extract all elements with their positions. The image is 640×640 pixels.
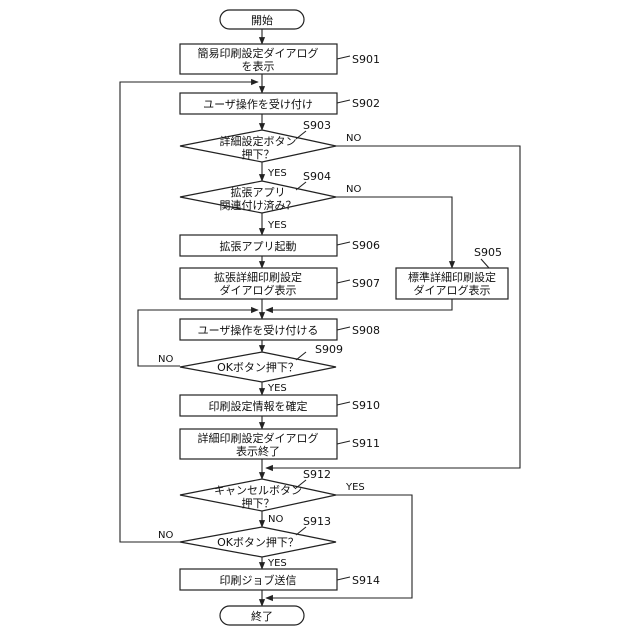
s905-line1: 標準詳細印刷設定 [408,270,496,284]
leader-s907 [337,280,350,283]
leader-s905 [481,259,489,268]
s903-line2: 押下？ [242,147,275,161]
s904-no-label: NO [346,184,361,195]
s912-line2: 押下？ [242,496,275,510]
s911-line1: 詳細印刷設定ダイアログ [198,431,319,445]
step-label-s902: S902 [352,97,380,110]
step-label-s912: S912 [303,468,331,481]
s903-no-label: NO [346,133,361,144]
step-label-s906: S906 [352,239,380,252]
leader-s906 [337,242,350,245]
s912-yes-label: YES [345,482,365,493]
arrow-s905-to-merge [266,299,452,310]
step-label-s901: S901 [352,53,380,66]
s912-line1: キャンセルボタン [214,484,302,497]
leader-s911 [337,441,350,444]
leader-s902 [337,100,350,103]
step-label-s911: S911 [352,437,380,450]
step-label-s908: S908 [352,324,380,337]
s909-label: OKボタン押下？ [217,360,299,374]
leader-s910 [337,402,350,405]
s904-yes-label: YES [267,220,287,231]
step-label-s910: S910 [352,399,380,412]
leader-s909 [296,352,306,360]
step-label-s913: S913 [303,515,331,528]
leader-s903 [296,131,306,139]
s911-line2: 表示終了 [236,444,280,458]
s910-label: 印刷設定情報を確定 [209,399,308,413]
step-label-s914: S914 [352,574,380,587]
leader-s908 [337,327,350,330]
s901-line1: 簡易印刷設定ダイアログ [198,46,319,60]
s909-yes-label: YES [267,383,287,394]
s902-label: ユーザ操作を受け付け [203,97,313,111]
s912-no-label: NO [268,514,283,525]
step-label-s905: S905 [474,246,502,259]
s913-label: OKボタン押下？ [217,535,299,549]
leader-s901 [337,56,350,59]
leader-s913 [296,527,306,535]
s903-line1: 詳細設定ボタン [220,134,297,148]
s909-no-label: NO [158,354,173,365]
s903-yes-label: YES [267,168,287,179]
step-label-s903: S903 [303,119,331,132]
arrow-s904-no-to-s905 [336,197,452,268]
leader-s914 [337,577,350,580]
s904-line2: 関連付け済み？ [220,198,297,212]
step-label-s904: S904 [303,170,331,183]
s907-line1: 拡張詳細印刷設定 [214,270,302,284]
s905-line2: ダイアログ表示 [414,283,491,297]
s907-line2: ダイアログ表示 [220,283,297,297]
end-label: 終了 [251,609,273,623]
s913-no-label: NO [158,530,173,541]
s913-yes-label: YES [267,558,287,569]
leader-s904 [296,182,306,190]
start-label: 開始 [251,13,273,27]
s908-label: ユーザ操作を受け付ける [198,323,319,337]
s904-line1: 拡張アプリ [231,185,286,199]
s906-label: 拡張アプリ起動 [220,239,297,253]
step-label-s907: S907 [352,277,380,290]
step-label-s909: S909 [315,343,343,356]
s901-line2: を表示 [242,59,275,73]
s914-label: 印刷ジョブ送信 [220,573,297,587]
